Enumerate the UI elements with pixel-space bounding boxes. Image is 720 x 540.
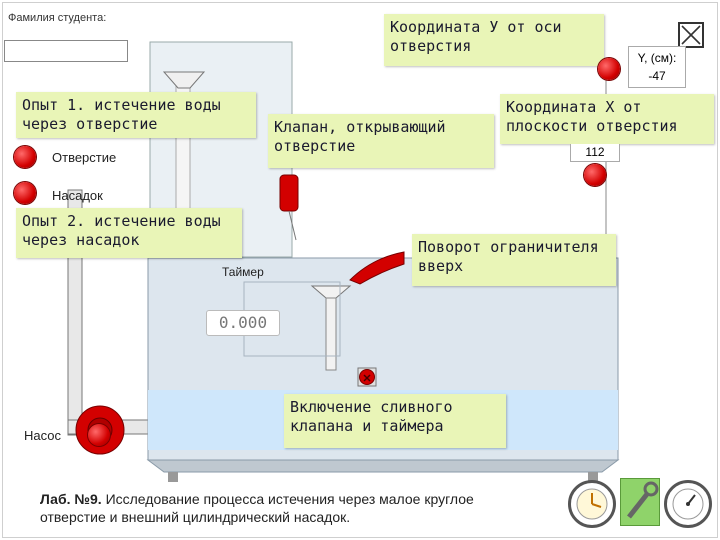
gauge-button[interactable] [664,480,712,528]
clock-icon [576,488,608,520]
pump-label: Насос [24,428,61,443]
lab-number: Лаб. №9. [40,491,102,507]
drain-valve-button[interactable] [360,370,374,384]
x-coordinate-button[interactable] [584,164,606,186]
y-value: -47 [648,69,666,83]
student-label: Фамилия студента: [8,12,107,24]
callout-limiter: Поворот ограничителя вверх [412,234,616,286]
close-icon [681,25,701,45]
y-coordinate-button[interactable] [598,58,620,80]
wrench-icon [627,481,659,519]
callout-valve: Клапан, открывающий отверстие [268,114,494,168]
callout-drain: Включение сливного клапана и таймера [284,394,506,448]
lab-description-1: Исследование процесса истечения через ма… [105,491,474,507]
timer-display: 0.000 [206,310,280,336]
x-readout-box: 112 [570,144,620,162]
nozzle-label: Насадок [52,188,103,203]
pump-button[interactable] [88,424,110,446]
settings-button[interactable] [620,478,660,526]
nozzle-button[interactable] [14,182,36,204]
y-label: Y, (см): [637,51,677,65]
clock-button[interactable] [568,480,616,528]
timer-label: Таймер [222,265,264,279]
student-name-field[interactable] [4,40,128,62]
callout-coord-x: Координата Х от плоскости отверстия [500,94,714,144]
orifice-button[interactable] [14,146,36,168]
callout-exp1: Опыт 1. истечение воды через отверстие [16,92,256,138]
x-value: 112 [585,145,605,159]
close-mark-icon [363,374,371,382]
timer-value: 0.000 [218,313,268,332]
lab-description-2: отверстие и внешний цилиндрический насад… [40,509,351,525]
close-button[interactable] [678,22,704,48]
gauge-icon [672,488,704,520]
lab-title: Лаб. №9. Исследование процесса истечения… [40,490,560,526]
callout-coord-y: Координата У от оси отверстия [384,14,604,66]
y-readout-box: Y, (см): -47 [628,46,686,88]
callout-exp2: Опыт 2. истечение воды через насадок [16,208,242,258]
orifice-label: Отверстие [52,150,117,165]
